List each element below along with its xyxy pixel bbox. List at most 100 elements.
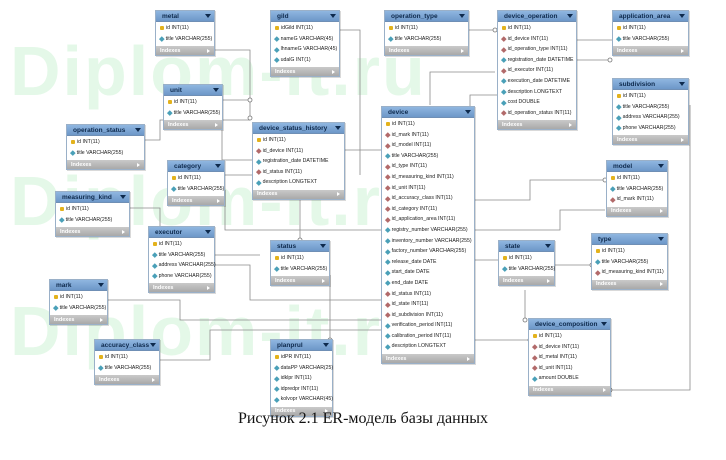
collapse-icon[interactable] xyxy=(567,14,573,18)
expand-arrow-icon[interactable] xyxy=(207,48,210,53)
table-header[interactable]: device_operation xyxy=(498,11,576,22)
indexes-bar[interactable]: Indexes xyxy=(499,276,554,286)
collapse-icon[interactable] xyxy=(205,14,211,18)
table-header[interactable]: state xyxy=(499,241,554,252)
expand-arrow-icon[interactable] xyxy=(337,192,340,197)
indexes-bar[interactable]: Indexes xyxy=(95,375,159,385)
collapse-icon[interactable] xyxy=(330,14,336,18)
table-header[interactable]: metal xyxy=(156,11,214,22)
expand-arrow-icon[interactable] xyxy=(322,278,325,283)
expand-arrow-icon[interactable] xyxy=(137,162,140,167)
collapse-icon[interactable] xyxy=(213,88,219,92)
expand-arrow-icon[interactable] xyxy=(660,282,663,287)
expand-arrow-icon[interactable] xyxy=(217,198,220,203)
table-header[interactable]: executor xyxy=(149,227,214,238)
indexes-bar[interactable]: Indexes xyxy=(271,276,329,286)
expand-arrow-icon[interactable] xyxy=(467,356,470,361)
table-header[interactable]: device_status_history xyxy=(253,123,344,134)
table-header[interactable]: operation_status xyxy=(67,125,144,136)
collapse-icon[interactable] xyxy=(320,244,326,248)
indexes-bar[interactable]: Indexes xyxy=(156,46,214,56)
indexes-bar[interactable]: Indexes xyxy=(382,354,474,364)
table-header[interactable]: application_area xyxy=(613,11,688,22)
expand-arrow-icon[interactable] xyxy=(332,69,335,74)
indexes-bar[interactable]: Indexes xyxy=(529,385,610,395)
table-header[interactable]: category xyxy=(168,161,224,172)
collapse-icon[interactable] xyxy=(545,244,551,248)
expand-arrow-icon[interactable] xyxy=(152,377,155,382)
expand-arrow-icon[interactable] xyxy=(215,122,218,127)
indexes-bar[interactable]: Indexes xyxy=(164,120,222,130)
table-header[interactable]: operation_type xyxy=(385,11,468,22)
collapse-icon[interactable] xyxy=(120,195,126,199)
table-header[interactable]: accuracy_class xyxy=(95,340,159,351)
expand-arrow-icon[interactable] xyxy=(325,409,328,414)
table-header[interactable]: model xyxy=(607,161,667,172)
collapse-icon[interactable] xyxy=(150,343,156,347)
expand-arrow-icon[interactable] xyxy=(122,229,125,234)
indexes-bar[interactable]: Indexes xyxy=(67,160,144,170)
table-header[interactable]: planprul xyxy=(271,340,332,351)
table-header[interactable]: gild xyxy=(271,11,339,22)
expand-arrow-icon[interactable] xyxy=(207,285,210,290)
collapse-icon[interactable] xyxy=(205,230,211,234)
indexes-bar[interactable]: Indexes xyxy=(253,189,344,199)
table-header[interactable]: mark xyxy=(50,280,107,291)
table-header[interactable]: unit xyxy=(164,85,222,96)
collapse-icon[interactable] xyxy=(679,82,685,86)
collapse-icon[interactable] xyxy=(679,14,685,18)
indexes-bar[interactable]: Indexes xyxy=(498,120,576,130)
expand-arrow-icon[interactable] xyxy=(461,48,464,53)
collapse-icon[interactable] xyxy=(465,110,471,114)
indexes-bar[interactable]: Indexes xyxy=(607,206,667,216)
collapse-icon[interactable] xyxy=(215,164,221,168)
indexes-bar[interactable]: Indexes xyxy=(168,196,224,206)
expand-arrow-icon[interactable] xyxy=(603,388,606,393)
expand-arrow-icon[interactable] xyxy=(100,317,103,322)
indexes-bar[interactable]: Indexes xyxy=(592,279,667,289)
table-header[interactable]: status xyxy=(271,241,329,252)
indexes-bar[interactable]: Indexes xyxy=(613,135,688,145)
expand-arrow-icon[interactable] xyxy=(660,209,663,214)
collapse-icon[interactable] xyxy=(658,164,664,168)
collapse-icon[interactable] xyxy=(658,237,664,241)
indexes-bar[interactable]: Indexes xyxy=(50,315,107,325)
collapse-icon[interactable] xyxy=(601,322,607,326)
table-header[interactable]: device xyxy=(382,107,474,118)
indexes-bar[interactable]: Indexes xyxy=(613,46,688,56)
expand-arrow-icon[interactable] xyxy=(681,137,684,142)
expand-arrow-icon[interactable] xyxy=(547,278,550,283)
indexes-bar[interactable]: Indexes xyxy=(385,46,468,56)
table-header[interactable]: device_composition xyxy=(529,319,610,330)
collapse-icon[interactable] xyxy=(335,126,341,130)
collapse-icon[interactable] xyxy=(323,343,329,347)
collapse-icon[interactable] xyxy=(135,128,141,132)
table-header[interactable]: type xyxy=(592,234,667,245)
table-header[interactable]: subdivision xyxy=(613,79,688,90)
expand-arrow-icon[interactable] xyxy=(681,48,684,53)
indexes-bar[interactable]: Indexes xyxy=(149,283,214,293)
expand-arrow-icon[interactable] xyxy=(569,122,572,127)
indexes-bar[interactable]: Indexes xyxy=(271,67,339,77)
